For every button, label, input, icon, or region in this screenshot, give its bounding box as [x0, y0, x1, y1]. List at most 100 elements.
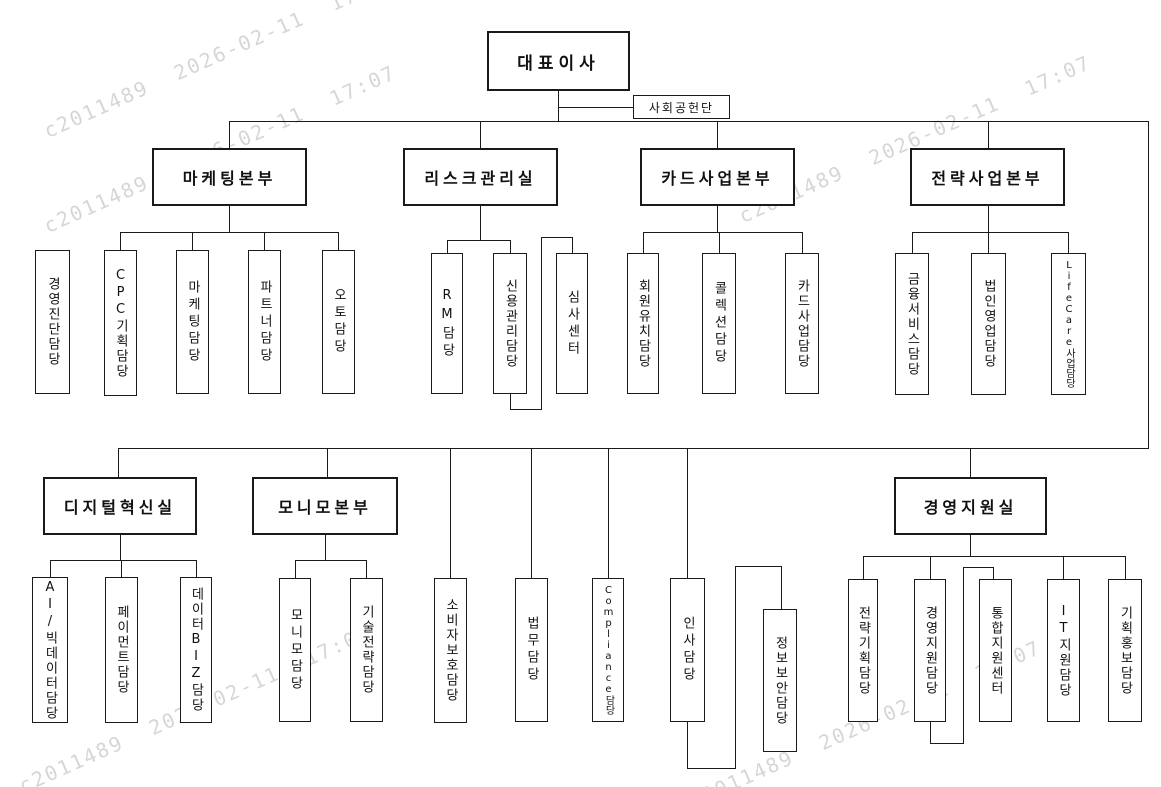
connector-line: [643, 232, 803, 233]
connector-line: [970, 448, 971, 477]
connector-line: [50, 560, 51, 577]
connector-line: [988, 121, 989, 148]
connector-line: [366, 560, 367, 578]
connector-line: [735, 566, 782, 567]
connector-line: [118, 448, 119, 477]
connector-line: [558, 107, 633, 108]
connector-line: [118, 448, 1149, 449]
connector-line: [338, 232, 339, 250]
box-strategy-biz-hq: 전략사업본부: [910, 148, 1065, 206]
box-ai-bigdata-team: AI/빅데이터담당: [32, 577, 68, 723]
connector-line: [192, 232, 193, 250]
connector-line: [963, 567, 994, 568]
box-digital-innovation-office: 디지털혁신실: [43, 477, 197, 535]
connector-line: [120, 232, 121, 250]
connector-line: [480, 121, 481, 148]
box-risk-mgmt-office: 리스크관리실: [403, 148, 558, 206]
connector-line: [717, 121, 718, 148]
connector-line: [719, 232, 720, 253]
connector-line: [993, 567, 994, 579]
box-lifecare-biz-team: LifeCare사업담당: [1051, 253, 1086, 395]
connector-line: [327, 448, 328, 477]
connector-line: [687, 722, 688, 768]
connector-line: [447, 240, 511, 241]
box-social-contribution: 사회공헌단: [633, 95, 730, 119]
box-pr-planning-team: 기획홍보담당: [1108, 579, 1142, 722]
connector-line: [196, 560, 197, 577]
connector-line: [541, 237, 573, 238]
connector-line: [717, 206, 718, 232]
box-member-acquisition-team: 회원유치담당: [627, 253, 659, 394]
connector-line: [450, 448, 451, 578]
box-card-biz-team: 카드사업담당: [785, 253, 819, 394]
connector-line: [687, 448, 688, 578]
box-hr-team: 인사담당: [670, 578, 705, 722]
box-payment-team: 페이먼트담당: [105, 577, 138, 723]
connector-line: [531, 448, 532, 578]
box-mgmt-diagnosis-team: 경영진단담당: [35, 250, 70, 394]
connector-line: [802, 232, 803, 253]
box-rm-team: RM담당: [431, 253, 463, 394]
connector-line: [608, 448, 609, 578]
connector-line: [988, 232, 989, 253]
connector-line: [325, 535, 326, 560]
box-card-biz-hq: 카드사업본부: [640, 148, 795, 206]
connector-line: [229, 121, 230, 148]
connector-line: [264, 232, 265, 250]
connector-line: [510, 240, 511, 253]
connector-line: [541, 237, 542, 410]
connector-line: [447, 240, 448, 253]
box-infosec-team: 정보보안담당: [763, 609, 797, 752]
connector-line: [930, 743, 964, 744]
connector-line: [930, 722, 931, 743]
connector-line: [735, 566, 736, 769]
connector-line: [781, 566, 782, 609]
connector-line: [558, 91, 559, 121]
connector-line: [863, 556, 1126, 557]
connector-line: [120, 232, 339, 233]
box-integrated-support-center: 통합지원센터: [979, 579, 1012, 722]
box-cpc-planning-team: CPC기획담당: [104, 250, 137, 396]
connector-line: [988, 206, 989, 232]
connector-line: [643, 232, 644, 253]
connector-line: [970, 535, 971, 556]
connector-line: [1125, 556, 1126, 579]
box-it-support-team: IT지원담당: [1047, 579, 1080, 722]
box-strategic-planning-team: 전략기획담당: [848, 579, 878, 722]
connector-line: [510, 409, 542, 410]
connector-line: [229, 121, 1149, 122]
connector-line: [963, 567, 964, 743]
connector-line: [912, 232, 913, 253]
connector-line: [863, 556, 864, 579]
box-credit-mgmt-team: 신용관리담당: [493, 253, 527, 394]
box-mgmt-support-team: 경영지원담당: [914, 579, 946, 722]
connector-line: [120, 535, 121, 560]
connector-line: [1063, 556, 1064, 579]
box-monimo-hq: 모니모본부: [252, 477, 398, 535]
box-auto-team: 오토담당: [322, 250, 355, 394]
box-financial-services-team: 금융서비스담당: [895, 253, 929, 395]
connector-line: [121, 560, 122, 577]
box-ceo: 대표이사: [487, 31, 630, 91]
box-partner-team: 파트너담당: [248, 250, 281, 394]
connector-line: [295, 560, 367, 561]
connector-line: [930, 556, 931, 579]
connector-line: [229, 206, 230, 232]
box-compliance-team: Compliance담당: [592, 578, 624, 722]
connector-line: [295, 560, 296, 578]
box-tech-strategy-team: 기술전략담당: [350, 578, 383, 722]
box-marketing-team: 마케팅담당: [176, 250, 209, 394]
box-collection-team: 콜렉션담당: [702, 253, 736, 394]
connector-line: [912, 232, 1069, 233]
box-monimo-team: 모니모담당: [279, 578, 311, 722]
box-mgmt-support-office: 경영지원실: [894, 477, 1047, 535]
box-screening-center: 심사센터: [556, 253, 588, 394]
box-data-biz-team: 데이터BIZ담당: [180, 577, 212, 723]
connector-line: [687, 768, 736, 769]
box-corporate-sales-team: 법인영업담당: [971, 253, 1006, 395]
box-marketing-hq: 마케팅본부: [152, 148, 307, 206]
box-consumer-protection-team: 소비자보호담당: [434, 578, 467, 723]
connector-line: [480, 206, 481, 240]
connector-line: [510, 394, 511, 409]
